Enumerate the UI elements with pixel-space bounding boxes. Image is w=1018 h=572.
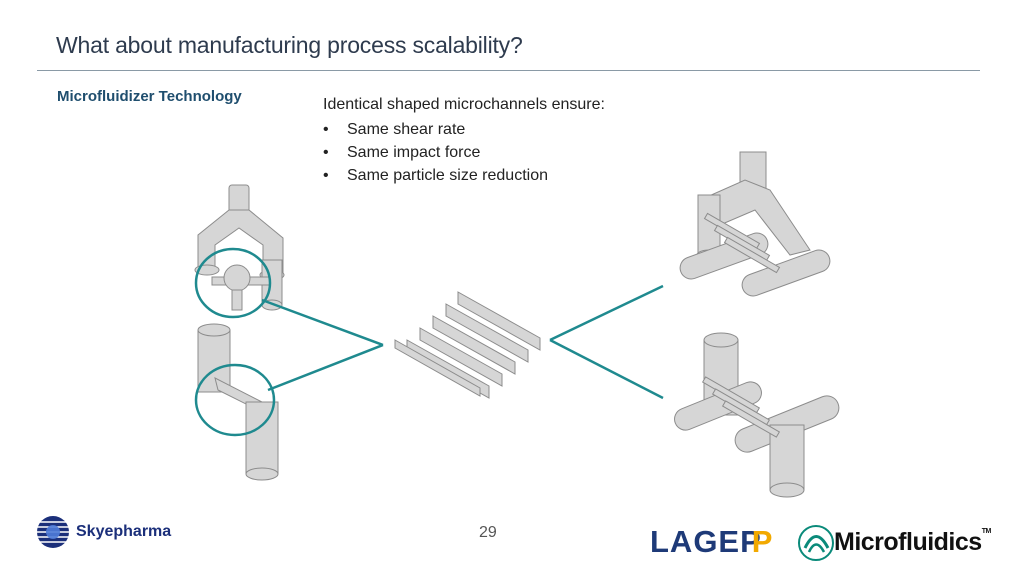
slide-title: What about manufacturing process scalabi…	[56, 32, 523, 58]
bullet-item: •Same particle size reduction	[323, 167, 548, 184]
lagep-logo: LAGEPP	[650, 524, 774, 559]
bullet-item: •Same shear rate	[323, 121, 466, 138]
microchannel-array	[394, 291, 541, 399]
page-number: 29	[479, 524, 497, 541]
y-chamber-multi	[679, 151, 831, 297]
title-divider	[37, 70, 980, 71]
y-chamber-left	[194, 184, 285, 311]
callout-right	[549, 284, 664, 400]
bullet-item: •Same impact force	[323, 144, 481, 161]
microfluidics-logo: MicrofluidicsTM	[834, 528, 991, 556]
z-chamber-multi	[674, 332, 840, 498]
callout-left	[194, 247, 384, 437]
section-subtitle: Microfluidizer Technology	[57, 88, 242, 105]
z-chamber-left	[197, 323, 279, 481]
skyepharma-logo: Skyepharma	[76, 523, 172, 540]
bullets-heading: Identical shaped microchannels ensure:	[323, 96, 605, 113]
bullet-list: •Same shear rate •Same impact force •Sam…	[323, 118, 548, 187]
skyepharma-globe-icon	[37, 516, 69, 548]
microfluidics-emblem-icon	[798, 525, 834, 561]
